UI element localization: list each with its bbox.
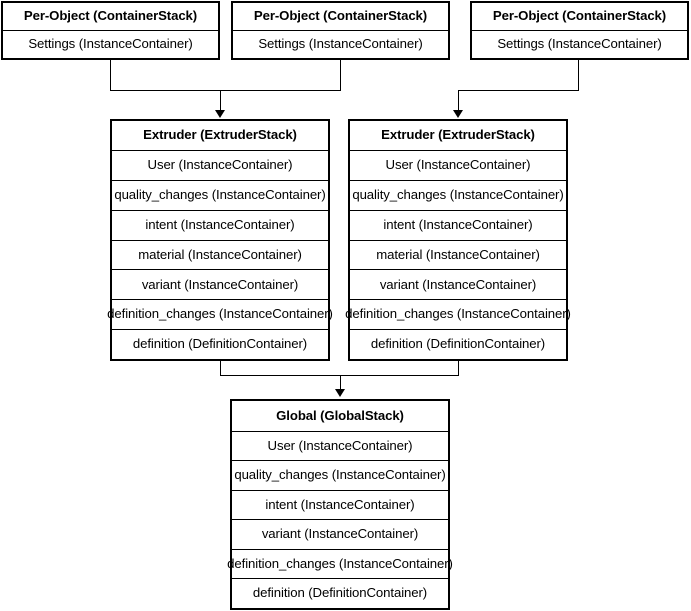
node-row: User (InstanceContainer) (350, 149, 566, 180)
node-per-object-2[interactable]: Per-Object (ContainerStack) Settings (In… (231, 1, 450, 60)
edge-perobject2-drop (340, 60, 341, 90)
edge-perobject3-drop (578, 60, 579, 90)
node-extruder-2[interactable]: Extruder (ExtruderStack) User (InstanceC… (345, 119, 571, 361)
node-row: variant (InstanceContainer) (350, 269, 566, 300)
node-row: definition (DefinitionContainer) (112, 329, 328, 359)
node-extruder-1[interactable]: Extruder (ExtruderStack) User (InstanceC… (107, 119, 333, 361)
node-header: Per-Object (ContainerStack) (233, 3, 448, 30)
edge-extruder2-drop (458, 361, 459, 376)
node-row: definition (DefinitionContainer) (350, 329, 566, 359)
arrowhead-global (334, 389, 345, 397)
edge-jog-extruder2 (458, 90, 579, 91)
edge-trunk-extruder1 (220, 90, 221, 112)
node-row: quality_changes (InstanceContainer) (350, 179, 566, 210)
node-row: Settings (InstanceContainer) (472, 30, 687, 58)
node-row: quality_changes (InstanceContainer) (232, 460, 448, 490)
node-per-object-1[interactable]: Per-Object (ContainerStack) Settings (In… (1, 1, 220, 60)
node-global[interactable]: Global (GlobalStack) User (InstanceConta… (227, 399, 453, 610)
node-row: material (InstanceContainer) (112, 239, 328, 270)
node-row: definition_changes (InstanceContainer) (107, 299, 333, 330)
node-row: Settings (InstanceContainer) (233, 30, 448, 58)
arrowhead-extruder2 (452, 110, 463, 118)
node-row: material (InstanceContainer) (350, 239, 566, 270)
edge-merge-bar-extruder1 (110, 90, 341, 91)
node-row: variant (InstanceContainer) (232, 519, 448, 549)
node-row: quality_changes (InstanceContainer) (112, 179, 328, 210)
node-row: User (InstanceContainer) (112, 149, 328, 180)
node-row: variant (InstanceContainer) (112, 269, 328, 300)
node-row: Settings (InstanceContainer) (3, 30, 218, 58)
node-row: definition_changes (InstanceContainer) (345, 299, 571, 330)
arrowhead-extruder1 (214, 110, 225, 118)
edge-perobject1-drop (110, 60, 111, 90)
edge-trunk-extruder2 (458, 90, 459, 112)
edge-trunk-global (340, 375, 341, 391)
edge-extruder1-drop (220, 361, 221, 376)
node-row: intent (InstanceContainer) (350, 209, 566, 240)
node-row: User (InstanceContainer) (232, 430, 448, 461)
node-per-object-3[interactable]: Per-Object (ContainerStack) Settings (In… (470, 1, 689, 60)
node-header: Global (GlobalStack) (232, 401, 448, 431)
node-header: Per-Object (ContainerStack) (472, 3, 687, 30)
node-row: definition (DefinitionContainer) (232, 578, 448, 609)
node-header: Extruder (ExtruderStack) (112, 121, 328, 150)
node-row: intent (InstanceContainer) (112, 209, 328, 240)
node-row: definition_changes (InstanceContainer) (227, 548, 453, 579)
node-header: Extruder (ExtruderStack) (350, 121, 566, 150)
edge-merge-bar-global (220, 375, 459, 376)
node-row: intent (InstanceContainer) (232, 489, 448, 520)
node-header: Per-Object (ContainerStack) (3, 3, 218, 30)
